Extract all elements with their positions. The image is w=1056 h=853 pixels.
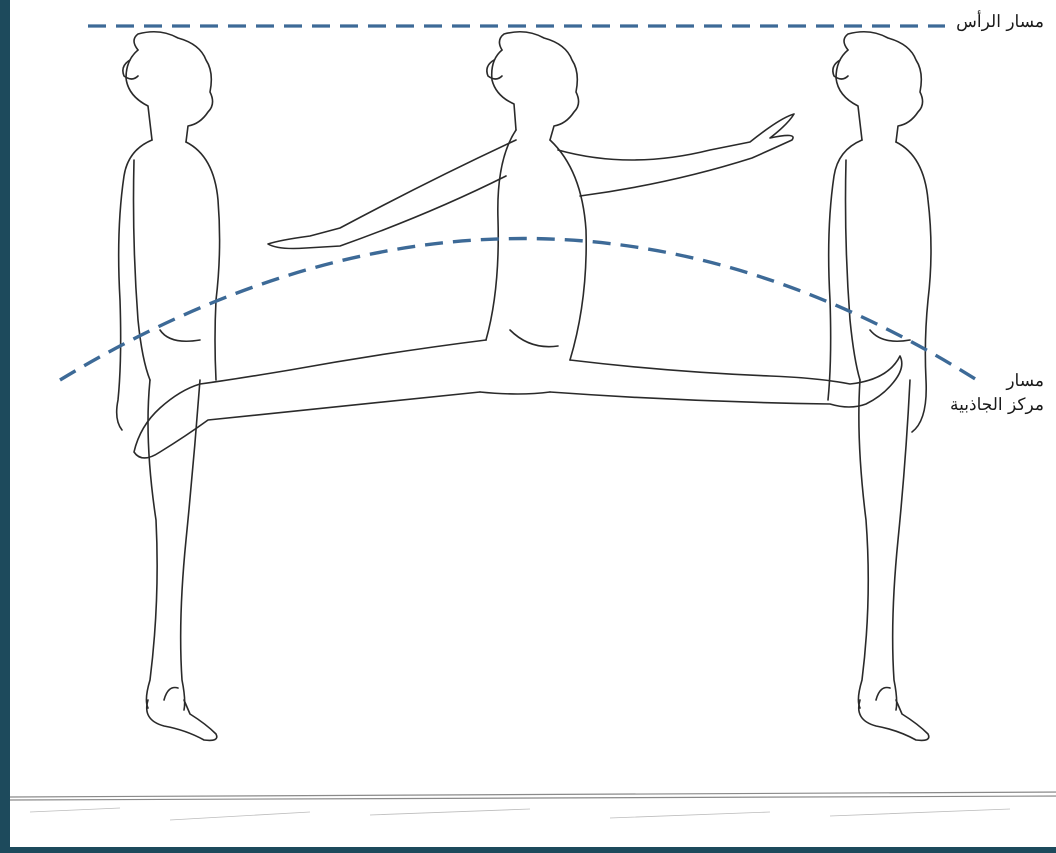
head-path-label: مسار الرأس — [956, 10, 1044, 34]
cog-path-arc — [60, 238, 980, 382]
standing-figure-right — [828, 32, 931, 741]
floor — [10, 792, 1056, 820]
cog-path-label-line2: مركز الجاذبية — [950, 393, 1044, 417]
cog-path-label-line1: مسار — [950, 369, 1044, 393]
jump-diagram — [10, 0, 1056, 853]
cog-path-label: مسار مركز الجاذبية — [950, 369, 1044, 417]
standing-figure-left — [117, 32, 220, 741]
leaping-figure — [134, 32, 902, 458]
